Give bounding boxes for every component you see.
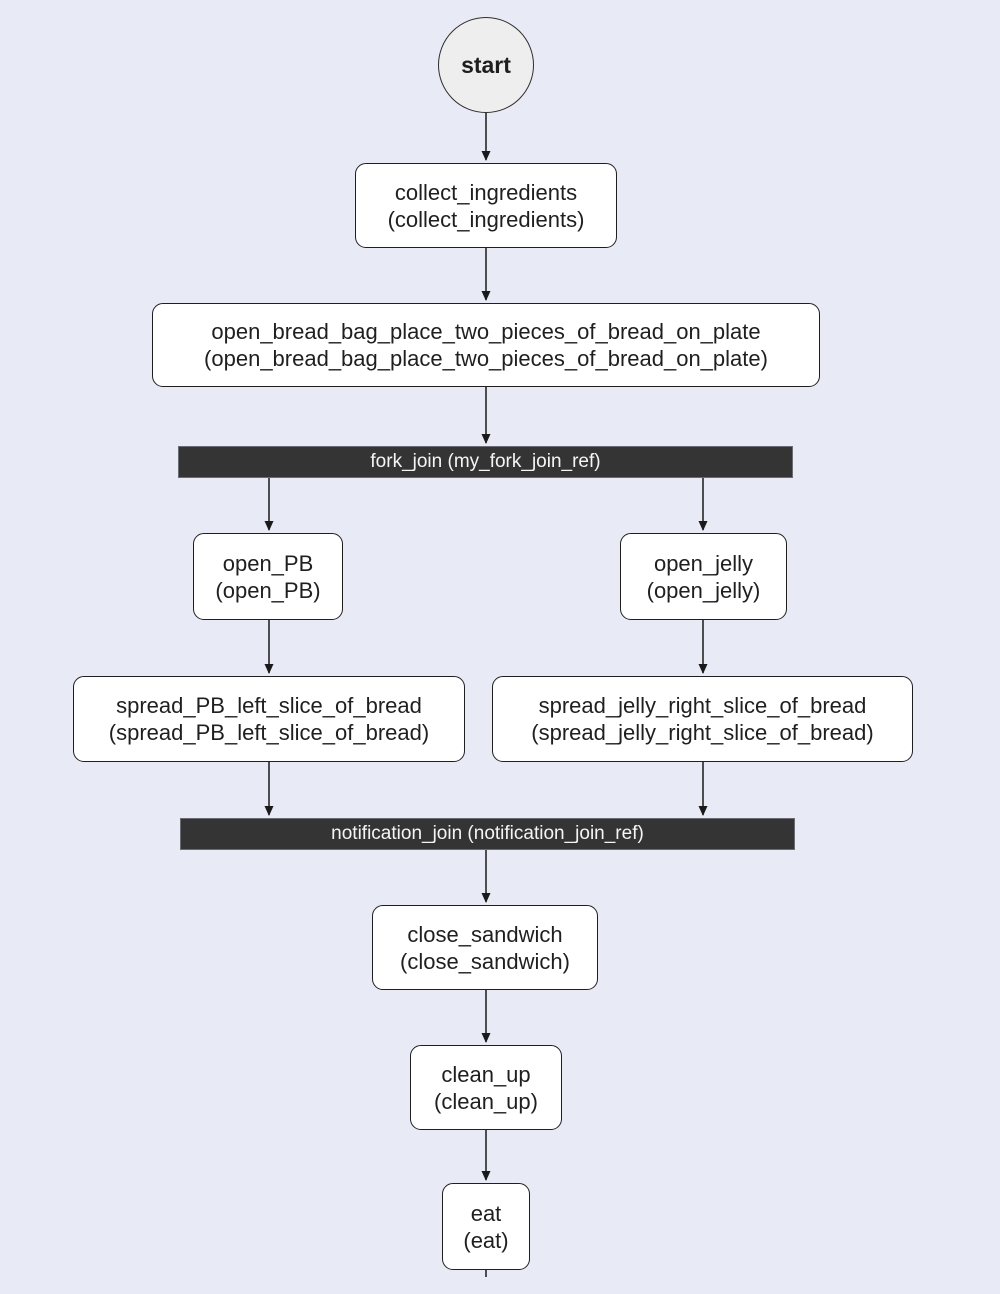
node-open-jelly: open_jelly (open_jelly) bbox=[620, 533, 787, 620]
node-label-line1: open_bread_bag_place_two_pieces_of_bread… bbox=[211, 319, 761, 344]
fork-join-label: fork_join (my_fork_join_ref) bbox=[370, 451, 601, 472]
node-label-line2: (spread_jelly_right_slice_of_bread) bbox=[531, 720, 874, 745]
node-label-line2: (open_jelly) bbox=[646, 577, 761, 603]
node-open-bread-bag: open_bread_bag_place_two_pieces_of_bread… bbox=[152, 303, 820, 387]
node-label-line1: open_jelly bbox=[653, 550, 754, 576]
fork-join-bar: fork_join (my_fork_join_ref) bbox=[178, 446, 793, 478]
node-clean-up: clean_up (clean_up) bbox=[410, 1045, 562, 1130]
notification-join-label: notification_join (notification_join_ref… bbox=[331, 823, 644, 844]
node-label-line2: (open_bread_bag_place_two_pieces_of_brea… bbox=[204, 346, 768, 371]
node-eat: eat (eat) bbox=[442, 1183, 530, 1270]
node-label-line1: close_sandwich bbox=[407, 921, 563, 947]
node-label-line2: (eat) bbox=[463, 1227, 509, 1253]
node-label-line2: (open_PB) bbox=[215, 577, 321, 603]
node-close-sandwich: close_sandwich (close_sandwich) bbox=[372, 905, 598, 990]
node-label-line2: (collect_ingredients) bbox=[387, 206, 585, 232]
node-label-line1: collect_ingredients bbox=[394, 179, 578, 205]
node-label-line1: spread_jelly_right_slice_of_bread bbox=[538, 693, 867, 718]
node-label-line1: spread_PB_left_slice_of_bread bbox=[116, 693, 422, 718]
node-collect-ingredients: collect_ingredients (collect_ingredients… bbox=[355, 163, 617, 248]
node-label-line1: clean_up bbox=[441, 1061, 531, 1087]
node-spread-jelly-right-slice: spread_jelly_right_slice_of_bread (sprea… bbox=[492, 676, 913, 762]
node-spread-pb-left-slice: spread_PB_left_slice_of_bread (spread_PB… bbox=[73, 676, 465, 762]
node-label-line1: open_PB bbox=[222, 550, 314, 576]
node-label-line2: (spread_PB_left_slice_of_bread) bbox=[108, 720, 430, 745]
notification-join-bar: notification_join (notification_join_ref… bbox=[180, 818, 795, 850]
node-label-line2: (close_sandwich) bbox=[400, 948, 570, 974]
node-start: start bbox=[438, 17, 534, 113]
node-label-line2: (clean_up) bbox=[434, 1088, 538, 1114]
node-label-line1: eat bbox=[470, 1200, 502, 1226]
node-start-label: start bbox=[461, 51, 511, 78]
node-open-pb: open_PB (open_PB) bbox=[193, 533, 343, 620]
